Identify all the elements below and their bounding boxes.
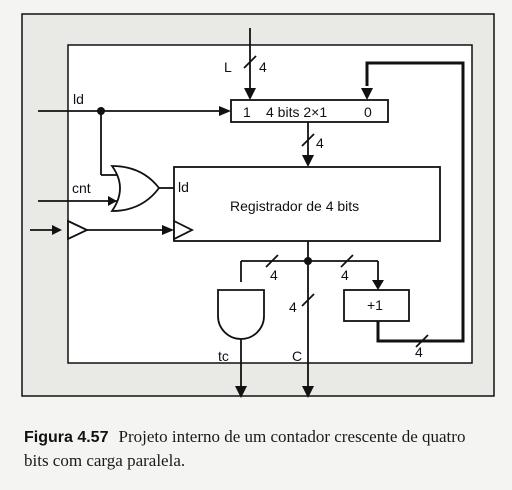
bus-junction-dot — [304, 257, 312, 265]
mux-title-label: 4 bits 2×1 — [266, 104, 327, 120]
tc-arrowhead — [235, 386, 247, 398]
counter-circuit-diagram: L 4 ld cnt 1 4 bits 2×1 0 4 ld Registrad… — [21, 13, 495, 398]
feedback-slash — [415, 334, 429, 348]
c-bus-slash — [301, 293, 315, 307]
incrementer-label: +1 — [367, 297, 383, 313]
c-output-label: C — [292, 348, 302, 364]
split-right-width-label: 4 — [341, 267, 349, 283]
mux-out-arrowhead — [302, 155, 314, 167]
mux-in0-label: 0 — [364, 104, 372, 120]
register-block — [173, 166, 441, 242]
clock-buffer — [67, 219, 90, 241]
split-slash-left — [265, 254, 279, 268]
figure-number: Figura 4.57 — [24, 429, 109, 446]
feedback-width-label: 4 — [415, 344, 423, 360]
cnt-input-label: cnt — [72, 180, 91, 196]
to-inc-arrowhead — [372, 280, 384, 290]
clock-arrowhead — [52, 225, 62, 235]
split-slash-right — [340, 254, 354, 268]
l-bus-slash — [243, 55, 257, 69]
mux-in1-label: 1 — [243, 104, 251, 120]
cnt-arrowhead — [108, 196, 117, 206]
mux-out-slash — [301, 133, 315, 147]
ld-input-label: ld — [73, 91, 84, 107]
l-bus-width-label: 4 — [259, 59, 267, 75]
l-input-label: L — [224, 59, 232, 75]
ld-junction-dot — [97, 107, 105, 115]
register-ld-label: ld — [178, 179, 189, 195]
feedback-arrowhead — [361, 88, 373, 100]
and-gate — [217, 289, 265, 340]
split-left-width-label: 4 — [270, 267, 278, 283]
clock-inner-arrowhead — [162, 225, 174, 235]
register-label: Registrador de 4 bits — [230, 198, 359, 214]
l-arrowhead — [244, 88, 256, 100]
caption-text: Projeto interno de um contador crescente… — [24, 427, 466, 470]
mux-out-width-label: 4 — [316, 135, 324, 151]
incrementer-block — [343, 289, 410, 322]
c-bus-width-label: 4 — [289, 299, 297, 315]
c-arrowhead — [302, 386, 314, 398]
tc-output-label: tc — [218, 348, 229, 364]
feedback-bus — [365, 61, 465, 343]
or-gate — [110, 165, 161, 212]
ld-arrowhead — [219, 106, 231, 116]
